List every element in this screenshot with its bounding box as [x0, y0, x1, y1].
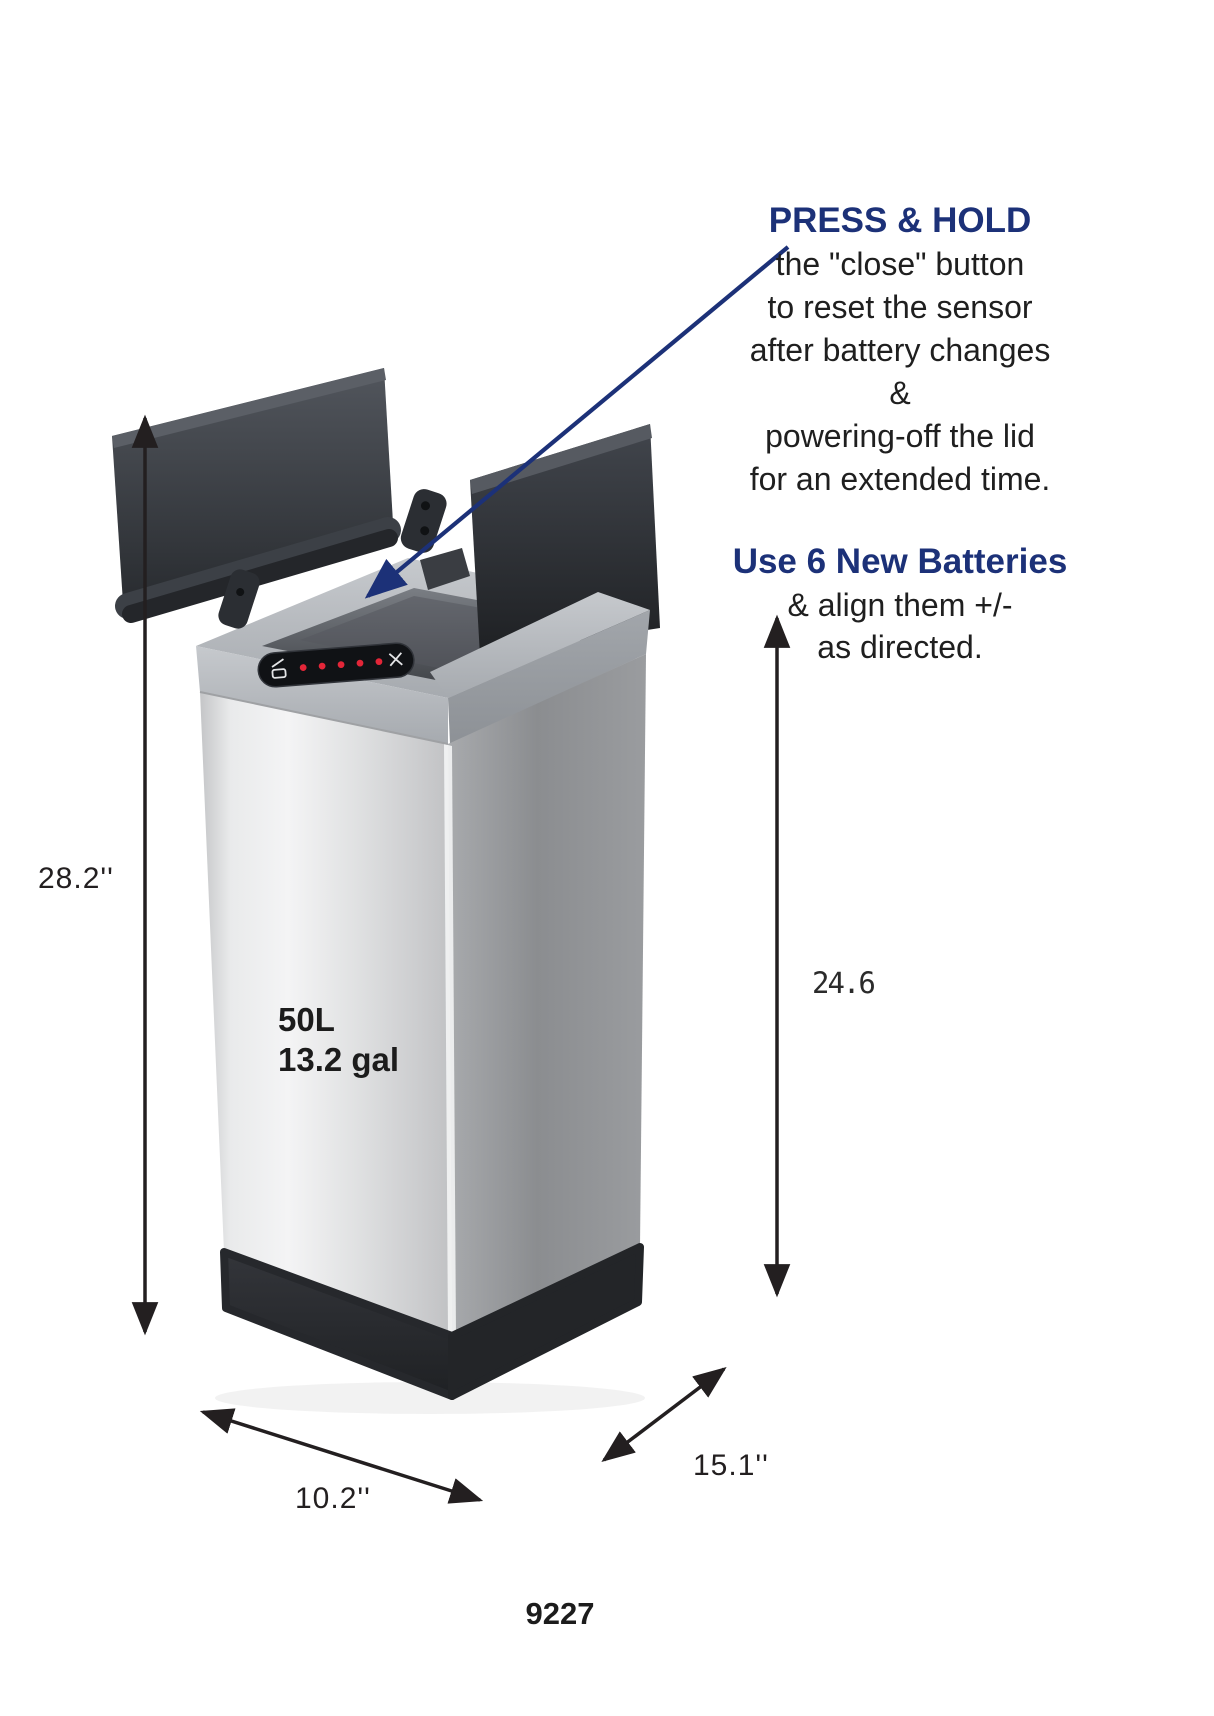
capacity-liters: 50L	[278, 1001, 335, 1038]
overall-height-label: 28.2''	[38, 862, 114, 895]
can-front-edge-highlight	[444, 744, 456, 1336]
dimension-arrows	[131, 414, 791, 1504]
instructions-subheading: Use 6 New Batteries	[732, 542, 1068, 581]
model-number: 9227	[525, 1596, 595, 1631]
ground-shadow	[215, 1382, 645, 1414]
trash-can	[112, 368, 660, 1400]
capacity-label: 50L 13.2 gal	[278, 1000, 399, 1080]
rim-step-line	[199, 691, 449, 745]
instruction-line: to reset the sensor	[767, 289, 1033, 325]
lid-rim-lip	[430, 592, 650, 698]
body-height-label: 24.6	[812, 966, 876, 1000]
led-indicator-lights	[299, 658, 383, 671]
side-depth-label: 15.1''	[693, 1449, 769, 1482]
instruction-line: after battery changes	[749, 332, 1051, 368]
can-front-face	[200, 692, 452, 1336]
instruction-subline: as directed.	[817, 629, 983, 665]
instruction-line: the "close" button	[775, 246, 1025, 282]
can-right-face	[448, 654, 646, 1336]
instruction-line: for an extended time.	[749, 461, 1051, 497]
front-width-label: 10.2''	[295, 1482, 371, 1515]
can-base	[220, 1243, 644, 1400]
close-lid-icon	[388, 652, 403, 667]
open-lid-icon	[271, 658, 287, 679]
front-width-arrow	[199, 1408, 484, 1504]
sensor-control-panel	[257, 642, 415, 688]
pointer-arrow	[364, 245, 790, 599]
side-depth-arrow	[601, 1366, 727, 1463]
lid-rim-right	[448, 610, 650, 744]
capacity-gallons: 13.2 gal	[278, 1041, 400, 1078]
lid-left-flap	[112, 368, 470, 629]
instruction-subline: & align them +/-	[787, 587, 1013, 623]
instructions-heading: PRESS & HOLD	[768, 201, 1032, 240]
instruction-line: powering-off the lid	[765, 418, 1035, 454]
instructions-block: PRESS & HOLD the "close" button to reset…	[700, 198, 1100, 668]
instruction-line: &	[889, 375, 911, 411]
